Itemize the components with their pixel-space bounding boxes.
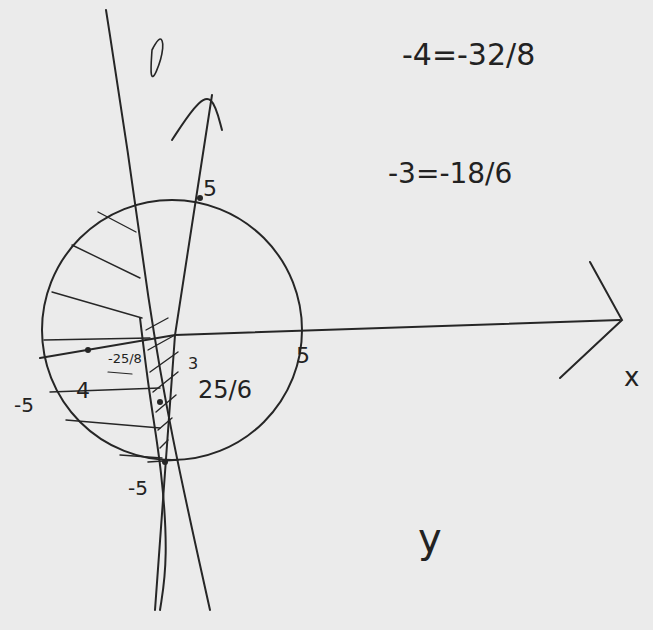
tick-dot: [85, 347, 91, 353]
hatch-line: [98, 212, 136, 232]
hatch-line: [158, 418, 172, 430]
hatch-line: [153, 372, 178, 392]
circle: [42, 200, 302, 460]
hatch-line: [156, 395, 176, 412]
hatch-line: [66, 420, 160, 428]
hatch-line: [148, 335, 175, 350]
hatch-line: [52, 292, 142, 318]
parabola: [106, 10, 210, 610]
x-arrow: [560, 262, 622, 378]
tick-dot: [157, 399, 163, 405]
axis-name: y: [418, 518, 442, 558]
axis-value: -5: [14, 395, 34, 415]
hatch-line: [72, 245, 140, 278]
axis-value: 3: [188, 356, 198, 372]
fraction-value: -25/8: [108, 352, 142, 365]
hatch-line: [146, 318, 168, 330]
fraction-value: 25/6: [198, 378, 252, 402]
tick-dot: [162, 459, 168, 465]
tick: [148, 460, 178, 462]
axis-value: 4: [76, 380, 90, 402]
equation: -4=-32/8: [402, 40, 535, 70]
parabola-2: [140, 318, 166, 610]
hatch-line: [120, 455, 162, 458]
hatch-line: [50, 388, 160, 392]
hatch-line: [150, 352, 178, 372]
axis-value: 5: [296, 345, 310, 367]
y-arrow: [172, 99, 222, 140]
doodle: [151, 39, 163, 76]
leader-line: [108, 372, 132, 374]
axis-value: 5: [203, 178, 217, 200]
hatch-line: [44, 338, 150, 340]
axis-value: -5: [128, 478, 148, 498]
axis-name: x: [624, 364, 639, 390]
equation: -3=-18/6: [388, 160, 512, 188]
hatch-line: [160, 440, 168, 448]
y-axis: [155, 95, 212, 610]
tick-dot: [197, 195, 203, 201]
